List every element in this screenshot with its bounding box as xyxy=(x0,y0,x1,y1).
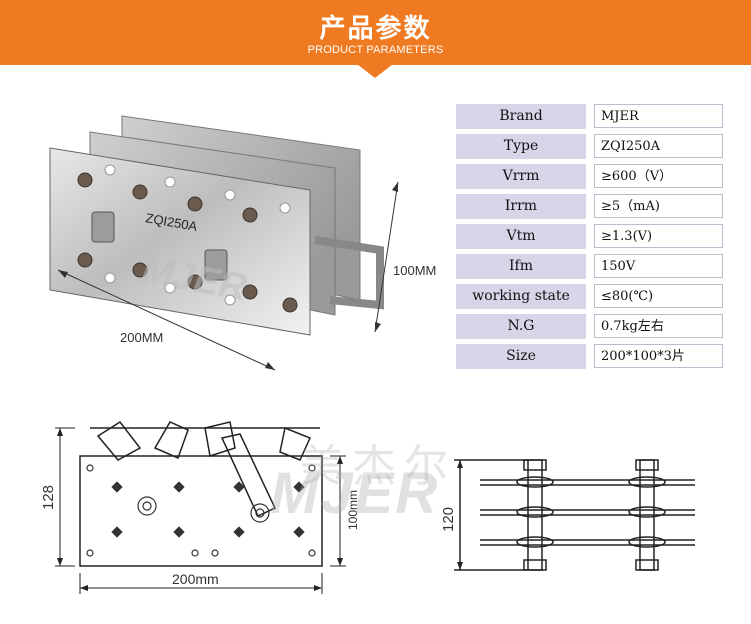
header-title: 产品参数 xyxy=(319,14,432,44)
param-key: Size xyxy=(456,344,586,369)
header-subtitle: PRODUCT PARAMETERS xyxy=(307,44,444,56)
param-row-ng: N.G 0.7kg左右 xyxy=(456,314,724,344)
param-value: 200*100*3片 xyxy=(594,344,723,368)
watermark-latin: MJER xyxy=(270,461,440,526)
param-row-working-state: working state ≤80(℃) xyxy=(456,284,724,314)
photo-height-label: 100MM xyxy=(393,263,437,278)
param-value: 0.7kg左右 xyxy=(594,314,723,338)
side-view-drawing xyxy=(454,459,695,571)
param-value: ≥1.3(V) xyxy=(594,224,723,248)
param-value: MJER xyxy=(594,104,723,128)
param-key: Ifm xyxy=(456,254,586,279)
product-photo: ZQI250A MJER xyxy=(49,115,399,371)
param-row-vrrm: Vrrm ≥600（V） xyxy=(456,164,724,194)
param-key: Vrrm xyxy=(456,164,586,189)
param-value: 150V xyxy=(594,254,723,278)
param-key: Vtm xyxy=(456,224,586,249)
banner-arrow xyxy=(357,64,393,78)
param-row-size: Size 200*100*3片 xyxy=(456,344,724,374)
front-view-drawing xyxy=(55,420,346,594)
param-value: ≤80(℃) xyxy=(594,284,723,308)
param-row-ifm: Ifm 150V xyxy=(456,254,724,284)
param-row-brand: Brand MJER xyxy=(456,104,724,134)
front-width-label: 200mm xyxy=(172,571,219,587)
param-value: ≥600（V） xyxy=(594,164,723,188)
param-key: Irrm xyxy=(456,194,586,219)
photo-width-label: 200MM xyxy=(120,330,164,345)
param-key: N.G xyxy=(456,314,586,339)
watermark-chinese: 美杰尔 xyxy=(300,441,456,492)
param-key: Brand xyxy=(456,104,586,129)
param-value: ZQI250A xyxy=(594,134,723,158)
parameter-table: Brand MJER Type ZQI250A Vrrm ≥600（V） Irr… xyxy=(456,104,724,374)
param-key: Type xyxy=(456,134,586,159)
front-height-label: 128 xyxy=(40,484,57,510)
param-row-type: Type ZQI250A xyxy=(456,134,724,164)
param-value: ≥5（mA) xyxy=(594,194,723,218)
param-row-irrm: Irrm ≥5（mA) xyxy=(456,194,724,224)
side-height-label: 120 xyxy=(440,506,457,532)
header-banner xyxy=(0,0,751,65)
param-row-vtm: Vtm ≥1.3(V) xyxy=(456,224,724,254)
param-key: working state xyxy=(456,284,586,309)
